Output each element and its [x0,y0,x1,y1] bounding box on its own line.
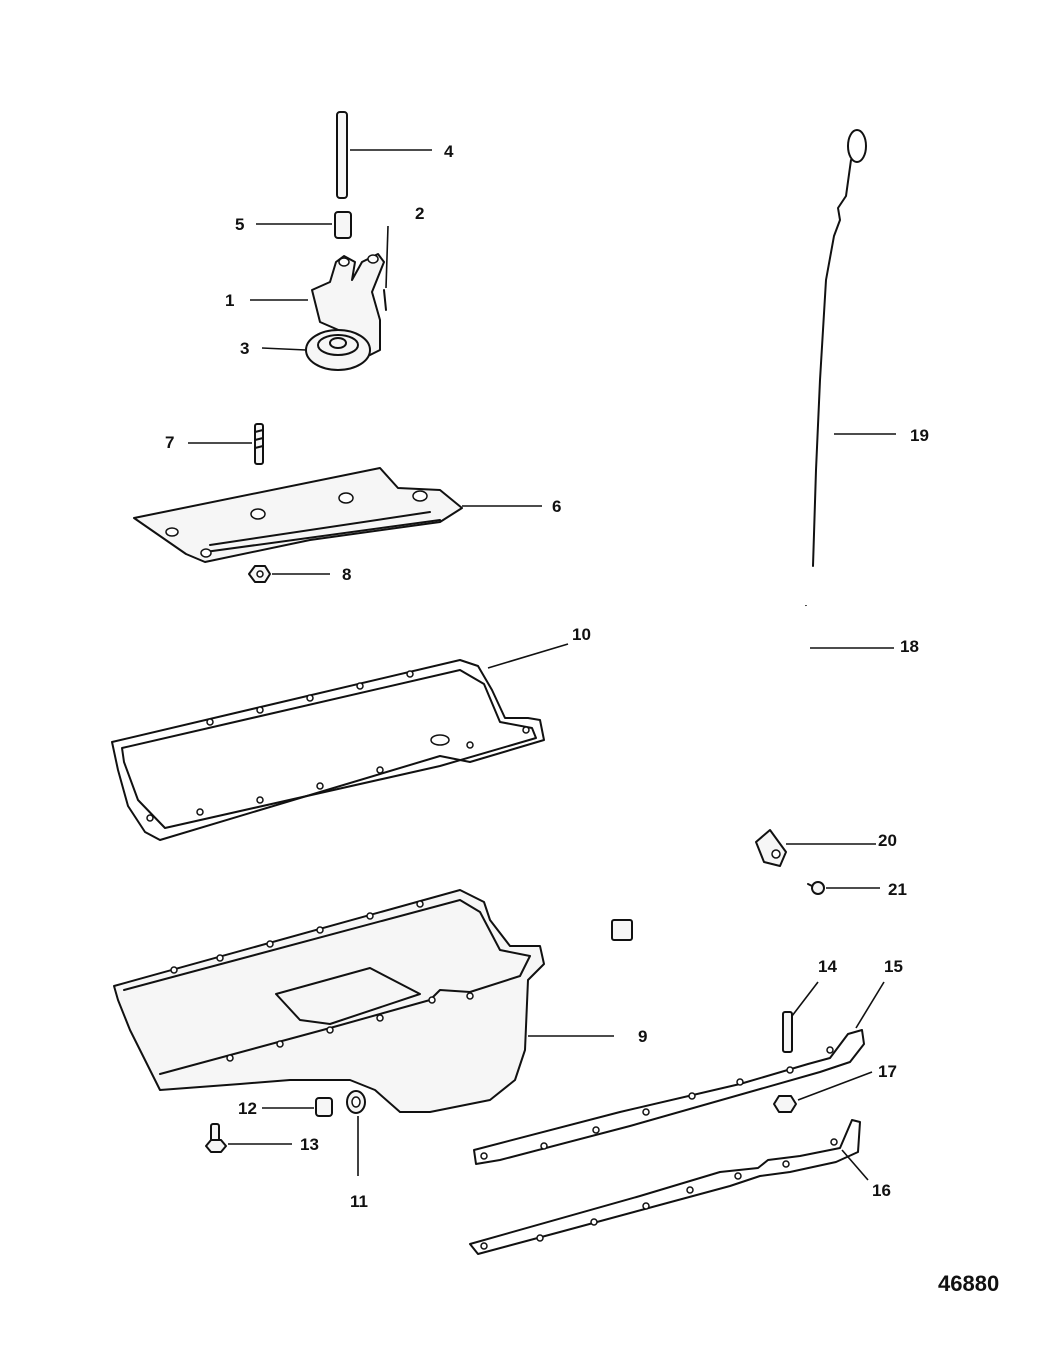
dipstick-tube-part [611,605,808,941]
callout-16: 16 [872,1181,891,1200]
washer-part [346,1090,366,1114]
callout-9: 9 [638,1027,647,1046]
clip-screw-part [807,881,825,895]
pump-shaft-part [336,111,348,199]
shaft-sleeve-part [334,211,352,239]
callout-17: 17 [878,1062,897,1081]
tube-clip-part [755,829,787,867]
callout-10: 10 [572,625,591,644]
nut-part [248,565,271,583]
stud-part [254,423,264,465]
callout-3: 3 [240,339,249,358]
callout-7: 7 [165,433,174,452]
callout-11: 11 [350,1192,368,1211]
leader-lines [188,149,896,1181]
callout-8: 8 [342,565,351,584]
diagram-reference-number: 46880 [938,1271,999,1296]
callout-4: 4 [444,142,454,161]
callout-18: 18 [900,637,919,656]
callout-21: 21 [888,880,907,899]
drain-plug-part [315,1097,333,1117]
callout-2: 2 [415,204,424,223]
callout-15: 15 [884,957,903,976]
callout-5: 5 [235,215,244,234]
oil-pan-gasket-part [111,659,545,841]
pump-pin-part [383,289,387,311]
callout-14: 14 [818,957,837,976]
callout-13: 13 [300,1135,319,1154]
pickup-screen-part [305,329,371,371]
oil-pan-part [113,889,545,1113]
rail-gasket-lower-part [469,1119,861,1255]
rail-gasket-upper-part [473,1029,865,1165]
windage-tray-part [133,467,463,563]
callout-12: 12 [238,1099,257,1118]
bolt-part [205,1123,227,1153]
dipstick-part [812,129,867,567]
callout-6: 6 [552,497,561,516]
gasket-stud-part [782,1011,793,1053]
callout-19: 19 [910,426,929,445]
callout-20: 20 [878,831,897,850]
rail-nut-part [773,1095,797,1113]
callout-1: 1 [225,291,234,310]
